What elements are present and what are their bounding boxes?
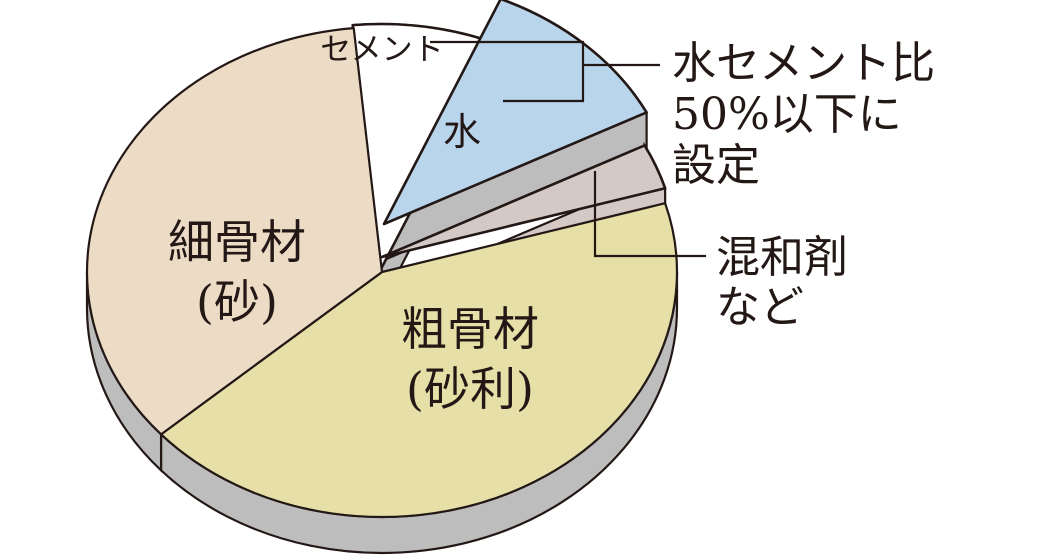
slice-label-water: 水 bbox=[443, 110, 481, 154]
slice-label-coarse-aggregate-sub: (砂利) bbox=[406, 362, 534, 416]
callout-line-admixture bbox=[593, 171, 706, 258]
callout-lines bbox=[430, 40, 706, 258]
pie-slice-fine bbox=[85, 27, 384, 436]
pie-slice-water bbox=[382, 0, 648, 226]
callout-line-water-cement-ratio bbox=[430, 40, 585, 103]
slice-label-cement: セメント bbox=[320, 32, 443, 68]
callout-annotations: 水セメント比 50%以下に 設定 混和剤 など bbox=[672, 38, 935, 333]
slice-labels: セメント 水 粗骨材 (砂利) 細骨材 (砂) bbox=[168, 32, 539, 416]
slice-label-fine-aggregate: 細骨材 bbox=[168, 215, 306, 269]
annotation-admixture-line1: 混和剤 bbox=[716, 232, 848, 283]
pie-slices bbox=[85, 0, 679, 519]
pie-slice-coarse bbox=[159, 202, 679, 519]
annotation-water-cement-ratio-line2: 50%以下に bbox=[672, 89, 902, 140]
annotation-water-cement-ratio-line1: 水セメント比 bbox=[672, 38, 935, 89]
annotation-admixture-line2: など bbox=[716, 282, 804, 333]
annotation-water-cement-ratio-line3: 設定 bbox=[672, 140, 760, 191]
slice-label-coarse-aggregate: 粗骨材 bbox=[401, 302, 539, 356]
slice-label-fine-aggregate-sub: (砂) bbox=[196, 275, 278, 329]
